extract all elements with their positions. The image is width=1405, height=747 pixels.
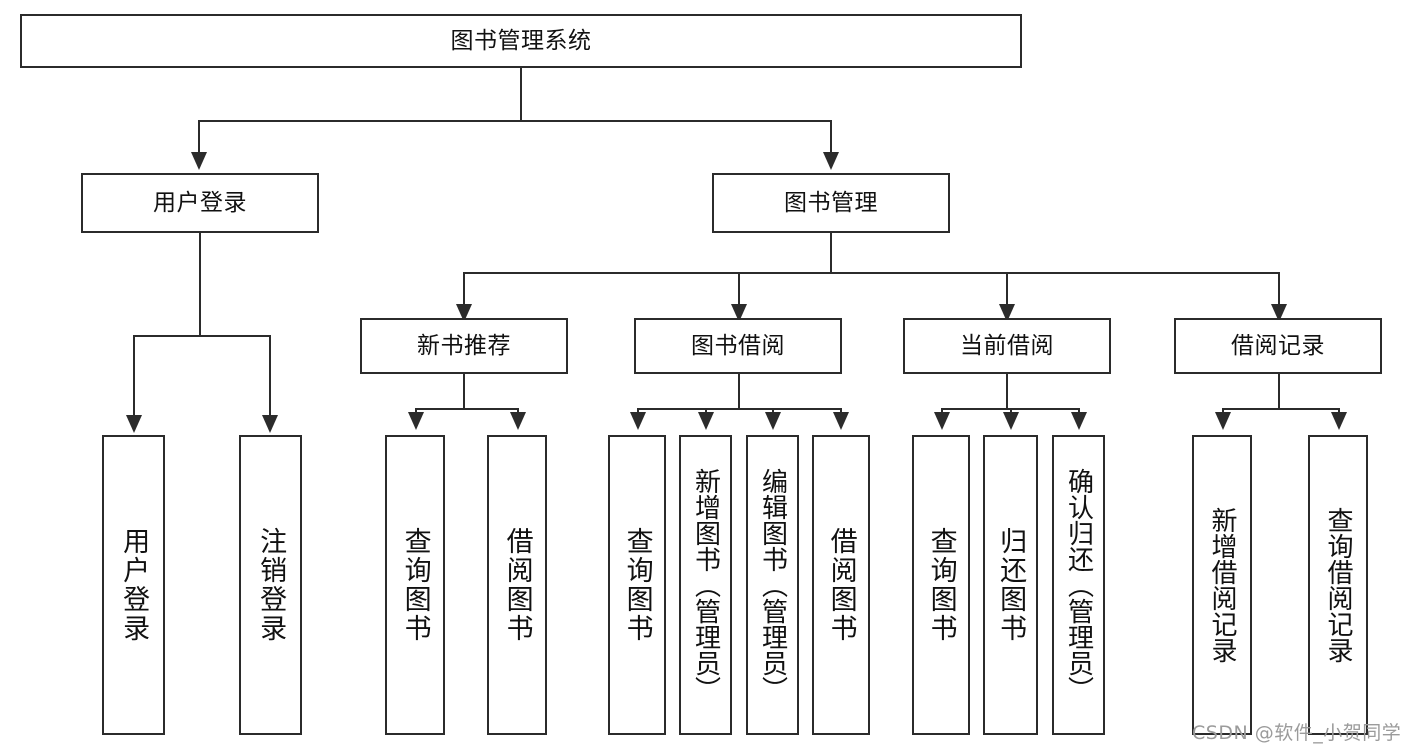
- arrowhead-leaf-user-login: [126, 415, 142, 433]
- leaf-borrow-book-recommend[interactable]: 借阅图书: [487, 435, 547, 735]
- arrowhead-to-current-borrow: [999, 304, 1015, 322]
- arrowhead-to-book-borrow: [731, 304, 747, 322]
- node-book-borrow[interactable]: 图书借阅: [634, 318, 842, 374]
- arrowhead-leaf-query-book-a: [408, 412, 424, 430]
- leaf-query-book-borrow[interactable]: 查询图书: [608, 435, 666, 735]
- connector-book-borrow-stem: [738, 374, 740, 408]
- arrowhead-leaf-confirm-return: [1071, 412, 1087, 430]
- leaf-edit-book-admin[interactable]: 编辑图书（管理员）: [746, 435, 799, 735]
- watermark-text: CSDN @软件_小贺同学: [1192, 722, 1402, 744]
- connector-new-book-stem: [463, 374, 465, 408]
- connector-to-book-borrow: [738, 272, 740, 306]
- arrowhead-leaf-add-record: [1215, 412, 1231, 430]
- arrowhead-to-book-management: [823, 152, 839, 170]
- arrowhead-leaf-query-record: [1331, 412, 1347, 430]
- arrowhead-leaf-add-book: [698, 412, 714, 430]
- connector-current-borrow-stem: [1006, 374, 1008, 408]
- arrowhead-leaf-query-book-b: [630, 412, 646, 430]
- node-user-login[interactable]: 用户登录: [81, 173, 319, 233]
- arrowhead-leaf-edit-book: [765, 412, 781, 430]
- arrowhead-to-new-book-recommend: [456, 304, 472, 322]
- arrowhead-leaf-return-book: [1003, 412, 1019, 430]
- connector-new-book-bar: [415, 408, 519, 410]
- connector-book-borrow-bar: [637, 408, 841, 410]
- connector-root-stem: [520, 68, 522, 120]
- connector-to-borrow-record: [1278, 272, 1280, 306]
- leaf-return-book[interactable]: 归还图书: [983, 435, 1038, 735]
- connector-user-login-stem: [199, 233, 201, 335]
- connector-user-login-bar: [133, 335, 271, 337]
- leaf-query-book-recommend[interactable]: 查询图书: [385, 435, 445, 735]
- leaf-add-borrow-record[interactable]: 新增借阅记录: [1192, 435, 1252, 735]
- connector-book-management-bar: [463, 272, 1280, 274]
- arrowhead-leaf-borrow-book-b: [833, 412, 849, 430]
- arrowhead-to-user-login: [191, 152, 207, 170]
- connector-book-management-stem: [830, 233, 832, 272]
- node-book-management[interactable]: 图书管理: [712, 173, 950, 233]
- leaf-add-book-admin[interactable]: 新增图书（管理员）: [679, 435, 732, 735]
- leaf-confirm-return-admin[interactable]: 确认归还（管理员）: [1052, 435, 1105, 735]
- arrowhead-leaf-query-book-c: [934, 412, 950, 430]
- node-borrow-record[interactable]: 借阅记录: [1174, 318, 1382, 374]
- connector-user-login-to-leaf-2: [269, 335, 271, 417]
- arrowhead-to-borrow-record: [1271, 304, 1287, 322]
- connector-root-bar: [198, 120, 832, 122]
- node-current-borrow[interactable]: 当前借阅: [903, 318, 1111, 374]
- connector-to-current-borrow: [1006, 272, 1008, 306]
- connector-borrow-record-stem: [1278, 374, 1280, 408]
- leaf-logout[interactable]: 注销登录: [239, 435, 302, 735]
- leaf-query-borrow-record[interactable]: 查询借阅记录: [1308, 435, 1368, 735]
- connector-root-to-user-login: [198, 120, 200, 155]
- leaf-query-book-current[interactable]: 查询图书: [912, 435, 970, 735]
- connector-user-login-to-leaf-1: [133, 335, 135, 417]
- connector-to-new-book-recommend: [463, 272, 465, 306]
- connector-borrow-record-bar: [1222, 408, 1340, 410]
- connector-root-to-book-management: [830, 120, 832, 155]
- leaf-borrow-book-borrow[interactable]: 借阅图书: [812, 435, 870, 735]
- leaf-user-login[interactable]: 用户登录: [102, 435, 165, 735]
- arrowhead-leaf-borrow-book-a: [510, 412, 526, 430]
- arrowhead-leaf-logout: [262, 415, 278, 433]
- node-new-book-recommend[interactable]: 新书推荐: [360, 318, 568, 374]
- node-root-library-system[interactable]: 图书管理系统: [20, 14, 1022, 68]
